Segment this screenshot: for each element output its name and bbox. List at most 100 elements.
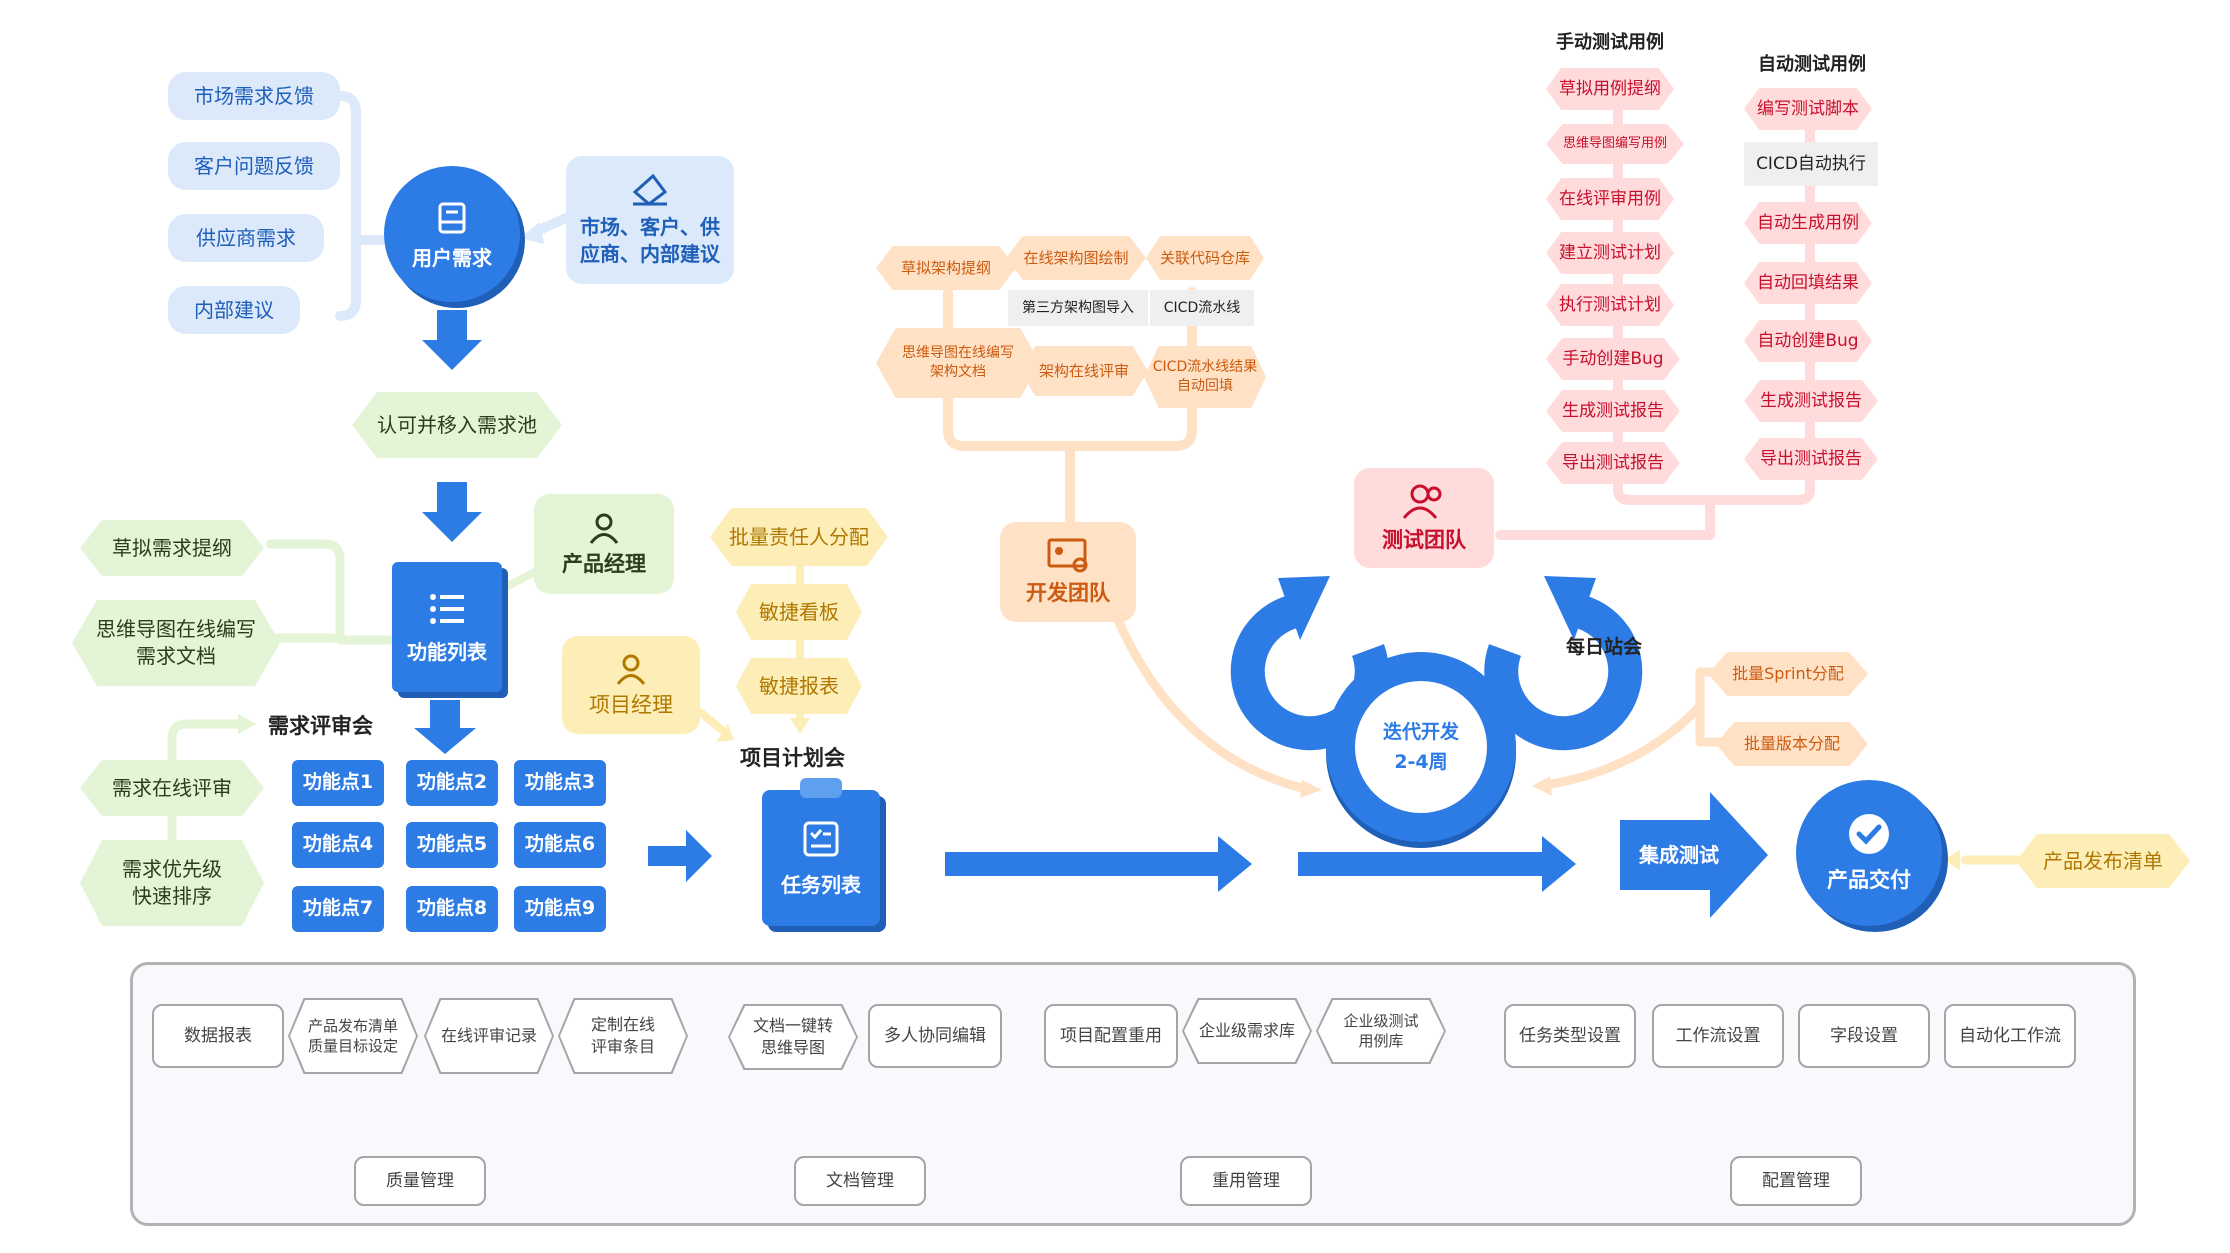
quality-item-2: 产品发布清单 质量目标设定 [290, 1000, 416, 1072]
suggestion-node: 市场、客户、供 应商、内部建议 [566, 156, 734, 284]
config-item-4: 自动化工作流 [1944, 1004, 2076, 1068]
dev-item-mindmap: 思维导图在线编写 架构文档 [876, 328, 1040, 398]
source-market: 市场需求反馈 [168, 72, 340, 120]
reuse-item-2-shape: 企业级需求库 [1182, 998, 1312, 1064]
dev-team-label: 开发团队 [1026, 580, 1110, 605]
manual-case-3: 在线评审用例 [1546, 178, 1674, 220]
feature-point-5: 功能点5 [406, 822, 498, 868]
dev-item-repo: 关联代码仓库 [1146, 236, 1264, 280]
review-bracket [167, 719, 245, 791]
quality-item-4-shape: 定制在线 评审条目 [558, 998, 688, 1074]
manual-case-2: 思维导图编写用例 [1546, 124, 1684, 164]
sprint-arrowhead [1532, 776, 1552, 796]
dev-team: 开发团队 [1000, 522, 1136, 622]
auto-case-4: 自动回填结果 [1744, 262, 1872, 304]
auto-case-1: 编写测试脚本 [1744, 88, 1872, 130]
quality-item-1: 数据报表 [152, 1004, 284, 1068]
reuse-item-3-shape: 企业级测试 用例库 [1316, 998, 1446, 1064]
dev-item-draw: 在线架构图绘制 [1006, 236, 1146, 280]
config-item-2: 工作流设置 [1652, 1004, 1784, 1068]
suggestion-label: 市场、客户、供 应商、内部建议 [580, 215, 720, 266]
dev-arrowhead [1300, 780, 1322, 798]
list-icon [430, 593, 464, 624]
mindmap-requirements: 思维导图在线编写 需求文档 [72, 600, 280, 686]
feature-point-9: 功能点9 [514, 886, 606, 932]
quality-item-2-shape: 产品发布清单 质量目标设定 [288, 998, 418, 1074]
config-management: 配置管理 [1730, 1156, 1862, 1206]
flow-arrow-4 [648, 830, 712, 882]
send-icon [632, 173, 668, 206]
quality-management: 质量管理 [354, 1156, 486, 1206]
batch-version: 批量版本分配 [1716, 722, 1868, 766]
integration-test-arrow: 集成测试 [1620, 792, 1770, 918]
feature-point-4: 功能点4 [292, 822, 384, 868]
reuse-item-1: 项目配置重用 [1044, 1004, 1178, 1068]
project-manager-arrowhead [716, 724, 734, 742]
product-delivery-label: 产品交付 [1827, 868, 1911, 892]
docs-item-2: 多人协同编辑 [868, 1004, 1002, 1068]
config-item-3: 字段设置 [1798, 1004, 1930, 1068]
suggestion-arrowhead [520, 222, 544, 244]
feature-point-3: 功能点3 [514, 760, 606, 806]
user-needs-circle: 用户需求 [384, 166, 520, 302]
source-internal: 内部建议 [168, 286, 300, 334]
requirement-pool: 认可并移入需求池 [352, 392, 562, 458]
product-delivery-circle: 产品交付 [1796, 780, 1942, 926]
inbox-icon [438, 202, 466, 233]
dev-item-outline: 草拟架构提纲 [876, 246, 1016, 290]
manual-case-5: 执行测试计划 [1546, 284, 1674, 326]
review-arrowhead [238, 714, 256, 734]
feature-point-8: 功能点8 [406, 886, 498, 932]
auto-cases-title: 自动测试用例 [1758, 54, 1866, 75]
dev-item-cicd: CICD流水线 [1150, 290, 1254, 326]
docs-management: 文档管理 [794, 1156, 926, 1206]
plan-meeting-title: 项目计划会 [740, 746, 845, 770]
person-icon [616, 654, 646, 685]
batch-sprint: 批量Sprint分配 [1708, 652, 1868, 696]
feature-list-doc: 功能列表 [392, 562, 502, 692]
project-manager: 项目经理 [562, 636, 700, 734]
test-manual-bracket [1495, 105, 1715, 540]
loop-arrowhead-right [1544, 576, 1596, 640]
dev-item-review: 架构在线评审 [1020, 346, 1148, 396]
check-icon [1849, 814, 1889, 854]
auto-case-6: 生成测试报告 [1744, 380, 1878, 422]
docs-item-1: 文档一键转 思维导图 [730, 1006, 856, 1068]
reuse-item-2: 企业级需求库 [1184, 1000, 1310, 1062]
review-meeting-title: 需求评审会 [268, 714, 373, 738]
draft-outline: 草拟需求提纲 [80, 520, 264, 576]
sources-bracket [335, 91, 361, 321]
docs-item-1-shape: 文档一键转 思维导图 [728, 1004, 858, 1070]
config-item-1: 任务类型设置 [1504, 1004, 1636, 1068]
feature-point-2: 功能点2 [406, 760, 498, 806]
test-auto-bracket [1705, 115, 1815, 505]
team-board-icon [1047, 538, 1088, 573]
manual-case-7: 生成测试报告 [1546, 390, 1680, 432]
source-customer: 客户问题反馈 [168, 142, 340, 190]
flow-arrow-6 [1298, 836, 1576, 892]
reuse-item-3: 企业级测试 用例库 [1318, 1000, 1444, 1062]
priority-sort: 需求优先级 快速排序 [80, 840, 264, 926]
integration-label: 集成测试 [1639, 842, 1719, 867]
kanban-arrowhead [790, 718, 810, 734]
user-needs-label: 用户需求 [412, 245, 492, 270]
auto-case-3: 自动生成用例 [1744, 202, 1872, 244]
auto-case-2: CICD自动执行 [1744, 142, 1878, 186]
feature-list-label: 功能列表 [407, 639, 487, 664]
feature-point-7: 功能点7 [292, 886, 384, 932]
product-bracket [265, 539, 395, 645]
feature-point-6: 功能点6 [514, 822, 606, 868]
source-supplier: 供应商需求 [168, 214, 324, 262]
test-team: 测试团队 [1354, 468, 1494, 568]
agile-kanban: 敏捷看板 [736, 584, 862, 640]
group-icon [1402, 484, 1442, 519]
quality-item-3: 在线评审记录 [426, 1000, 552, 1072]
flow-arrow-3 [414, 700, 476, 754]
agile-report: 敏捷报表 [736, 658, 862, 714]
iteration-label: 迭代开发 2-4周 [1355, 681, 1487, 813]
auto-case-5: 自动创建Bug [1744, 320, 1872, 362]
flow-arrow-2 [422, 482, 482, 542]
feature-point-1: 功能点1 [292, 760, 384, 806]
release-arrowhead [1944, 850, 1960, 870]
task-list-label: 任务列表 [781, 872, 861, 897]
